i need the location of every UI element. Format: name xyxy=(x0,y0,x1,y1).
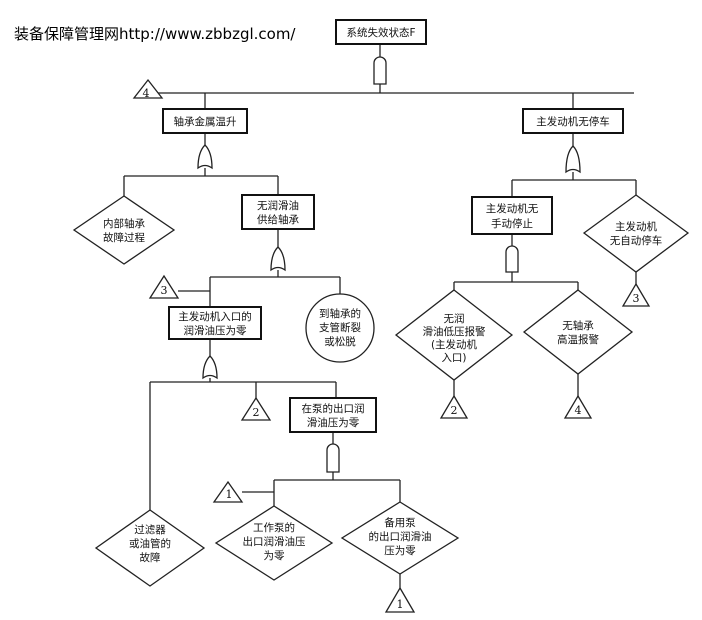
svg-text:主发动机无停车: 主发动机无停车 xyxy=(536,115,610,128)
svg-text:无润: 无润 xyxy=(444,312,465,325)
transfer-triangle-4-top: 4 xyxy=(132,78,164,100)
node-inner-bearing-fault: 内部轴承 故障过程 xyxy=(72,195,176,265)
transfer-triangle-2-low: 2 xyxy=(439,394,469,419)
svg-text:润滑油压为零: 润滑油压为零 xyxy=(184,324,247,337)
svg-text:或松脱: 或松脱 xyxy=(324,335,356,348)
or-gate-nostop xyxy=(565,145,581,174)
svg-text:到轴承的: 到轴承的 xyxy=(319,307,361,320)
svg-text:过滤器: 过滤器 xyxy=(134,523,166,536)
node-pump-outlet-pressure-zero: 在泵的出口润 滑油压为零 xyxy=(289,397,377,433)
node-no-lube-supply: 无润滑油 供给轴承 xyxy=(241,194,315,230)
svg-text:滑油压为零: 滑油压为零 xyxy=(307,416,360,429)
transfer-triangle-2-or: 2 xyxy=(240,396,272,421)
svg-text:入口): 入口) xyxy=(441,352,466,364)
node-engine-no-stop: 主发动机无停车 xyxy=(522,108,624,134)
or-gate-lube xyxy=(270,246,286,272)
node-top-event: 系统失效状态F xyxy=(335,19,427,45)
svg-text:高温报警: 高温报警 xyxy=(557,333,599,346)
node-no-high-temp-alarm: 无轴承 高温报警 xyxy=(522,289,634,375)
transfer-triangle-1-spare: 1 xyxy=(384,586,416,613)
node-pipe-break: 到轴承的 支管断裂 或松脱 xyxy=(305,293,375,363)
and-gate-manual xyxy=(505,245,519,273)
svg-text:1: 1 xyxy=(226,488,233,501)
node-bearing-temp-rise: 轴承金属温升 xyxy=(162,108,248,134)
svg-text:轴承金属温升: 轴承金属温升 xyxy=(174,115,237,128)
svg-text:滑油低压报警: 滑油低压报警 xyxy=(423,325,486,338)
svg-text:系统失效状态F: 系统失效状态F xyxy=(346,26,415,39)
node-filter-pipe-fault: 过滤器 或油管的 故障 xyxy=(94,509,206,587)
svg-text:供给轴承: 供给轴承 xyxy=(257,213,299,226)
svg-text:故障过程: 故障过程 xyxy=(103,231,145,244)
svg-text:(主发动机: (主发动机 xyxy=(431,338,478,351)
svg-text:在泵的出口润: 在泵的出口润 xyxy=(302,402,365,415)
svg-text:1: 1 xyxy=(397,598,404,611)
svg-text:3: 3 xyxy=(161,284,168,297)
svg-text:2: 2 xyxy=(253,406,260,419)
connector-lines xyxy=(123,44,637,588)
node-inlet-oil-pressure-zero: 主发动机入口的 润滑油压为零 xyxy=(168,306,262,340)
svg-text:主发动机无: 主发动机无 xyxy=(486,202,539,215)
node-work-pump-zero: 工作泵的 出口润滑油压 为零 xyxy=(214,505,334,581)
svg-text:2: 2 xyxy=(451,404,458,417)
svg-text:手动停止: 手动停止 xyxy=(491,217,533,230)
transfer-triangle-3-inlet: 3 xyxy=(148,274,180,299)
svg-text:的出口润滑油: 的出口润滑油 xyxy=(369,530,432,543)
svg-text:出口润滑油压: 出口润滑油压 xyxy=(243,535,306,548)
or-gate-bearing xyxy=(197,144,213,170)
svg-text:无润滑油: 无润滑油 xyxy=(257,199,299,212)
and-gate-pump xyxy=(326,443,340,473)
node-spare-pump-zero: 备用泵 的出口润滑油 压为零 xyxy=(340,501,460,575)
node-no-auto-stop: 主发动机 无自动停车 xyxy=(582,194,690,273)
svg-text:主发动机入口的: 主发动机入口的 xyxy=(178,310,252,323)
svg-text:故障: 故障 xyxy=(140,551,161,564)
watermark-text: 装备保障管理网http://www.zbbzgl.com/ xyxy=(14,25,296,43)
svg-text:主发动机: 主发动机 xyxy=(615,220,657,233)
transfer-triangle-3-auto: 3 xyxy=(621,282,651,307)
svg-text:备用泵: 备用泵 xyxy=(384,516,416,529)
svg-text:无自动停车: 无自动停车 xyxy=(610,234,663,247)
svg-text:工作泵的: 工作泵的 xyxy=(253,521,295,534)
svg-text:4: 4 xyxy=(575,404,582,417)
node-no-manual-stop: 主发动机无 手动停止 xyxy=(471,196,553,235)
or-gate-inlet xyxy=(202,355,218,380)
svg-text:为零: 为零 xyxy=(264,550,285,562)
transfer-triangle-4-high: 4 xyxy=(563,394,593,419)
svg-text:3: 3 xyxy=(633,292,640,305)
svg-text:支管断裂: 支管断裂 xyxy=(319,321,361,334)
svg-text:4: 4 xyxy=(143,87,150,100)
svg-text:或油管的: 或油管的 xyxy=(129,537,171,550)
svg-text:无轴承: 无轴承 xyxy=(562,319,594,332)
svg-text:内部轴承: 内部轴承 xyxy=(103,217,145,230)
transfer-triangle-1-pump: 1 xyxy=(212,480,244,503)
node-no-low-pressure-alarm: 无润 滑油低压报警 (主发动机 入口) xyxy=(394,289,514,381)
and-gate-top xyxy=(373,56,387,85)
svg-text:压为零: 压为零 xyxy=(384,545,416,557)
